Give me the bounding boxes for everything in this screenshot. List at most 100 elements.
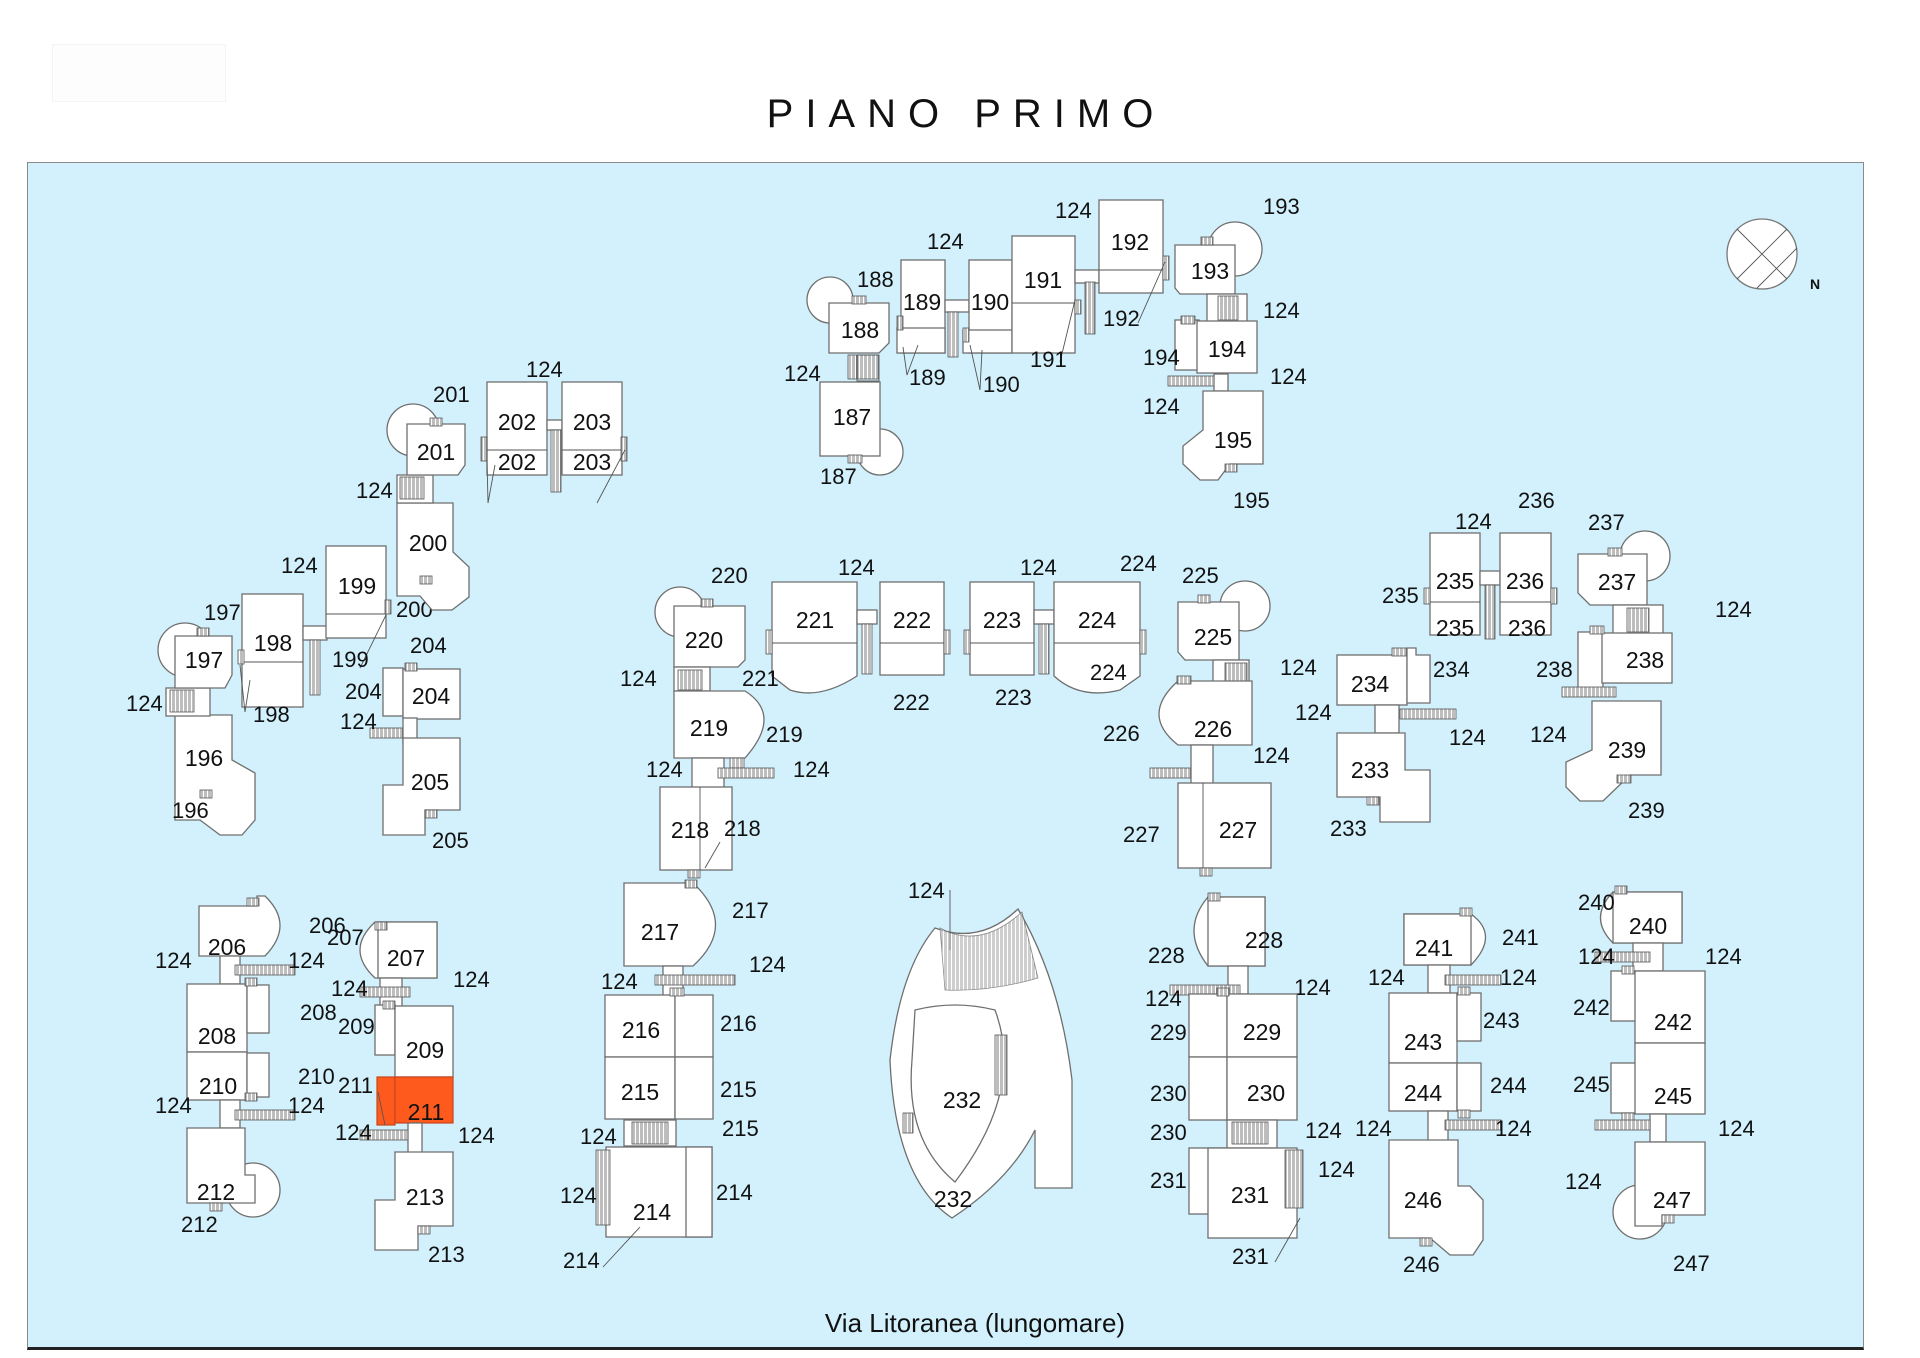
unit-200[interactable]: 200 bbox=[396, 502, 470, 611]
unit-221[interactable]: 221 221 bbox=[742, 581, 858, 694]
unit-193[interactable]: 193 193 bbox=[1174, 194, 1300, 295]
unit-201[interactable]: 201 201 bbox=[386, 382, 470, 476]
unit-240[interactable]: 240 240 bbox=[1578, 885, 1683, 944]
unit-206[interactable]: 206 206 bbox=[198, 895, 346, 960]
unit-234[interactable]: 234 234 bbox=[1336, 647, 1470, 706]
unit-199[interactable]: 199 199 200 bbox=[325, 545, 433, 672]
svg-text:246: 246 bbox=[1404, 1187, 1442, 1213]
unit-205[interactable]: 205 205 bbox=[382, 737, 469, 853]
unit-188[interactable]: 188 188 bbox=[806, 267, 894, 354]
unit-243[interactable]: 243 243 bbox=[1388, 986, 1520, 1064]
svg-text:124: 124 bbox=[126, 691, 163, 716]
unit-238[interactable]: 238 238 bbox=[1536, 625, 1673, 693]
svg-text:210: 210 bbox=[298, 1064, 335, 1089]
unit-244[interactable]: 244 244 bbox=[1388, 1062, 1527, 1119]
svg-text:227: 227 bbox=[1123, 822, 1160, 847]
unit-198[interactable]: 198 198 bbox=[237, 593, 304, 727]
unit-230[interactable]: 230 230 230 bbox=[1150, 1056, 1298, 1145]
svg-text:213: 213 bbox=[406, 1184, 444, 1210]
unit-209[interactable]: 209 209 bbox=[338, 1000, 454, 1078]
unit-231[interactable]: 231 231 231 bbox=[1150, 1147, 1304, 1269]
svg-text:192: 192 bbox=[1111, 229, 1149, 255]
unit-194[interactable]: 194 194 bbox=[1143, 315, 1258, 374]
unit-195[interactable]: 195 195 bbox=[1182, 390, 1270, 513]
svg-text:124: 124 bbox=[1055, 198, 1092, 223]
svg-text:124: 124 bbox=[1455, 509, 1492, 534]
svg-text:232: 232 bbox=[934, 1186, 972, 1212]
unit-187[interactable]: 187 187 bbox=[819, 381, 904, 489]
unit-213[interactable]: 213 213 bbox=[374, 1151, 465, 1267]
unit-246[interactable]: 246 246 bbox=[1388, 1139, 1484, 1277]
unit-242[interactable]: 242 242 bbox=[1573, 965, 1706, 1044]
unit-229[interactable]: 229 229 bbox=[1150, 987, 1298, 1058]
unit-219[interactable]: 219 219 bbox=[673, 690, 803, 769]
svg-text:212: 212 bbox=[197, 1179, 235, 1205]
unit-227[interactable]: 227 227 bbox=[1123, 782, 1272, 877]
svg-text:224: 224 bbox=[1120, 551, 1157, 576]
unit-236[interactable]: 236 236 236 bbox=[1499, 488, 1558, 641]
svg-text:211: 211 bbox=[408, 1099, 445, 1125]
unit-241[interactable]: 241 241 bbox=[1403, 907, 1539, 966]
svg-text:237: 237 bbox=[1588, 510, 1625, 535]
unit-211[interactable]: 211 211 bbox=[338, 1073, 454, 1126]
svg-text:247: 247 bbox=[1653, 1187, 1691, 1213]
svg-text:229: 229 bbox=[1150, 1020, 1187, 1045]
unit-214[interactable]: 214 214 214 bbox=[563, 1146, 753, 1273]
svg-text:220: 220 bbox=[711, 563, 748, 588]
unit-232[interactable]: 232 232 124 bbox=[889, 878, 1073, 1219]
svg-text:124: 124 bbox=[1143, 394, 1180, 419]
unit-245[interactable]: 245 245 bbox=[1573, 1042, 1706, 1122]
unit-228[interactable]: 228 228 bbox=[1148, 892, 1283, 968]
unit-208[interactable]: 208 208 bbox=[186, 977, 337, 1053]
unit-190[interactable]: 190 190 bbox=[962, 259, 1020, 397]
unit-247[interactable]: 247 247 bbox=[1612, 1141, 1710, 1276]
unit-202[interactable]: 202 202 bbox=[480, 381, 548, 504]
unit-223[interactable]: 223 223 bbox=[963, 581, 1035, 710]
unit-225[interactable]: 225 225 bbox=[1177, 563, 1271, 661]
svg-text:217: 217 bbox=[732, 898, 769, 923]
svg-text:124: 124 bbox=[1368, 965, 1405, 990]
unit-197[interactable]: 197 197 bbox=[157, 600, 241, 689]
unit-217[interactable]: 217 217 bbox=[623, 879, 769, 967]
svg-text:216: 216 bbox=[720, 1011, 757, 1036]
unit-216[interactable]: 216 216 bbox=[604, 987, 757, 1058]
unit-196[interactable]: 196 196 bbox=[172, 714, 256, 836]
svg-text:219: 219 bbox=[766, 722, 803, 747]
unit-226[interactable]: 226 226 bbox=[1103, 675, 1253, 746]
svg-text:196: 196 bbox=[172, 798, 209, 823]
svg-text:124: 124 bbox=[458, 1123, 495, 1148]
unit-189[interactable]: 189 189 bbox=[896, 259, 946, 390]
unit-212[interactable]: 212 212 bbox=[181, 1127, 281, 1237]
svg-text:223: 223 bbox=[995, 685, 1032, 710]
svg-text:124: 124 bbox=[1718, 1116, 1755, 1141]
unit-224[interactable]: 224 224 224 bbox=[1053, 551, 1157, 694]
svg-text:187: 187 bbox=[833, 404, 871, 430]
unit-207[interactable]: 207 207 bbox=[327, 921, 438, 979]
unit-204[interactable]: 204 204 204 bbox=[345, 633, 461, 720]
unit-210[interactable]: 210 210 bbox=[186, 1051, 335, 1102]
svg-text:191: 191 bbox=[1024, 267, 1062, 293]
svg-text:224: 224 bbox=[1090, 660, 1127, 685]
unit-235[interactable]: 235 235 235 bbox=[1382, 532, 1481, 641]
unit-239[interactable]: 239 239 bbox=[1565, 700, 1665, 823]
unit-191[interactable]: 191 191 bbox=[1011, 235, 1082, 372]
unit-218[interactable]: 218 218 bbox=[659, 786, 761, 879]
svg-text:193: 193 bbox=[1191, 258, 1229, 284]
svg-text:227: 227 bbox=[1219, 817, 1257, 843]
unit-220[interactable]: 220 220 bbox=[654, 563, 748, 668]
svg-text:205: 205 bbox=[411, 769, 449, 795]
svg-text:124: 124 bbox=[1270, 364, 1307, 389]
unit-215[interactable]: 215 215 215 bbox=[604, 1056, 759, 1141]
svg-text:124: 124 bbox=[1295, 700, 1332, 725]
svg-text:124: 124 bbox=[526, 357, 563, 382]
svg-text:191: 191 bbox=[1030, 347, 1067, 372]
unit-203[interactable]: 203 203 bbox=[561, 381, 628, 504]
svg-text:124: 124 bbox=[784, 361, 821, 386]
unit-192[interactable]: 192 192 bbox=[1098, 199, 1170, 331]
svg-text:124: 124 bbox=[1145, 986, 1182, 1011]
unit-237[interactable]: 237 237 bbox=[1577, 510, 1671, 606]
svg-text:207: 207 bbox=[327, 925, 364, 950]
svg-text:228: 228 bbox=[1148, 943, 1185, 968]
unit-233[interactable]: 233 233 bbox=[1330, 732, 1431, 841]
unit-222[interactable]: 222 222 bbox=[879, 581, 951, 715]
